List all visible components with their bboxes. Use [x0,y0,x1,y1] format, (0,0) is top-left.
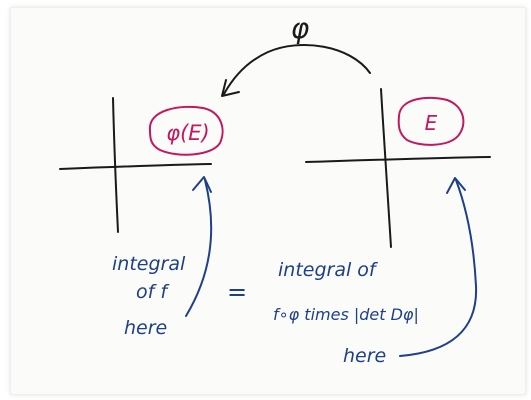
equals-sign: = [227,278,247,306]
left-caption-line-2: of f [136,281,170,303]
left-region-outline [148,105,224,156]
right-arrow-curve [399,179,478,357]
right-caption-line-3: here [343,345,386,367]
map-label: φ [291,12,310,45]
left-arrow-head [192,176,212,193]
left-arrow-curve [185,179,213,317]
map-arrow-curve [223,44,371,95]
right-region-outline [397,96,465,146]
left-axes [59,97,212,233]
left-axis-horizontal [59,163,212,170]
left-caption-line-1: integral [112,253,186,275]
right-caption: integral of f∘φ times |det Dφ| here [273,259,419,367]
right-arrow-head [446,177,466,194]
right-region-label: E [425,111,438,135]
left-region-label: φ(E) [166,121,210,145]
left-caption-line-3: here [124,317,167,339]
whiteboard [10,7,526,395]
right-axis-horizontal [305,156,491,163]
right-arrow [399,177,478,357]
map-arrow [221,44,371,97]
right-axis-vertical [380,88,392,248]
left-axis-vertical [112,97,119,233]
right-caption-line-1: integral of [278,259,379,281]
map-arrow-head [221,79,240,97]
left-arrow [185,176,213,317]
right-caption-line-2: f∘φ times |det Dφ| [273,305,419,324]
left-caption: integral of f here [112,253,186,339]
right-axes [305,88,491,248]
